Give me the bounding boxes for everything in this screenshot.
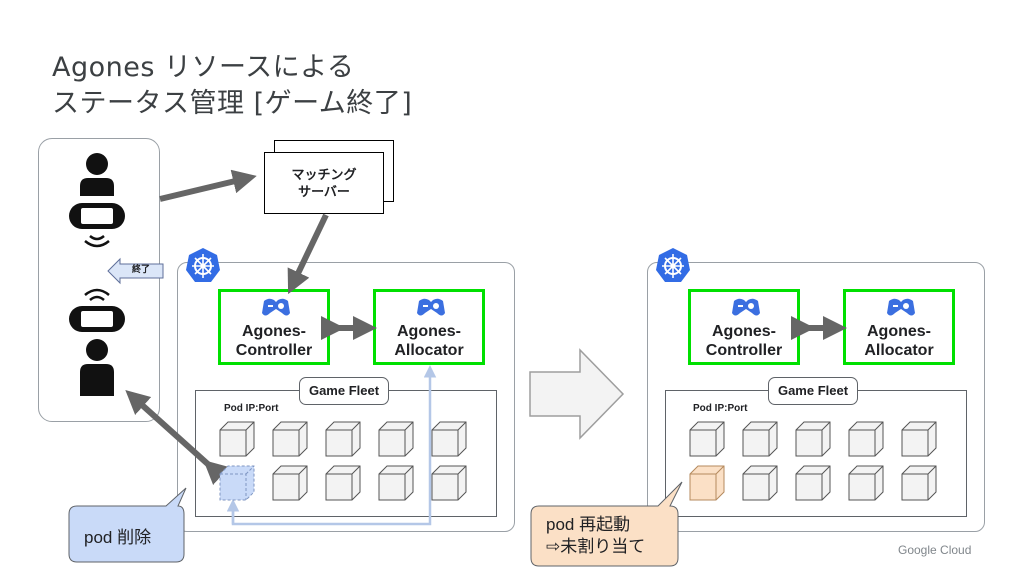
player-to-matching-arrow (159, 169, 257, 202)
transition-arrow-icon (529, 348, 625, 440)
agones-logo-icon (887, 298, 915, 316)
player-bottom-icon (80, 339, 114, 396)
left-agones-allocator: Agones- Allocator (373, 289, 485, 365)
agones-logo-icon (732, 298, 760, 316)
end-label-arrow (107, 257, 164, 285)
left-pod-label: Pod IP:Port (224, 403, 279, 414)
google-cloud-logo: Google Cloud (898, 543, 972, 557)
matching-server-box: マッチング サーバー (264, 152, 384, 214)
title-line-1: Agones リソースによる (52, 52, 355, 83)
matching-server-line1: マッチング (291, 167, 357, 182)
restart-callout-line2: ⇨未割り当て (546, 537, 646, 556)
matching-server-line2: サーバー (298, 184, 350, 199)
agones-logo-icon (417, 298, 445, 316)
end-label: 終了 (132, 264, 151, 274)
restart-callout-text: pod 再起動 ⇨未割り当て (546, 514, 645, 558)
right-fleet-label: Game Fleet (768, 377, 858, 405)
right-agones-controller: Agones- Controller (688, 289, 800, 365)
right-pod-label: Pod IP:Port (693, 403, 748, 414)
title-line-2: ステータス管理 [ゲーム終了] (52, 88, 413, 119)
player-top-icon (80, 153, 114, 196)
agones-logo-icon (262, 298, 290, 316)
left-allocator-line2: Allocator (394, 342, 464, 359)
right-controller-line1: Agones- (712, 323, 776, 340)
signal-down-icon (84, 235, 110, 248)
kubernetes-right-icon (655, 247, 691, 283)
right-pod-grid (689, 421, 937, 501)
signal-up-icon (84, 288, 110, 301)
left-pod-grid (219, 421, 467, 501)
pod-to-player-arrow (125, 389, 230, 485)
page-title: Agones リソースによる ステータス管理 [ゲーム終了] (52, 50, 412, 122)
left-fleet-label: Game Fleet (299, 377, 389, 405)
restarted-pod (689, 465, 725, 501)
game-console-top-icon (69, 203, 125, 229)
kubernetes-left-icon (185, 247, 221, 283)
right-allocator-line1: Agones- (867, 323, 931, 340)
left-controller-line2: Controller (235, 342, 313, 359)
left-allocator-line1: Agones- (397, 323, 461, 340)
left-agones-controller: Agones- Controller (218, 289, 330, 365)
matching-to-controller-arrow (287, 213, 329, 295)
right-allocator-line2: Allocator (864, 342, 934, 359)
restart-callout-shape (530, 481, 683, 567)
delete-callout-text: pod 削除 (84, 528, 152, 547)
right-agones-allocator: Agones- Allocator (843, 289, 955, 365)
left-controller-line1: Agones- (242, 323, 306, 340)
deleted-pod (219, 465, 255, 501)
right-controller-line2: Controller (705, 342, 783, 359)
restart-callout-line1: pod 再起動 (546, 515, 631, 534)
game-console-bottom-icon (69, 306, 125, 332)
delete-callout-shape (68, 487, 187, 563)
